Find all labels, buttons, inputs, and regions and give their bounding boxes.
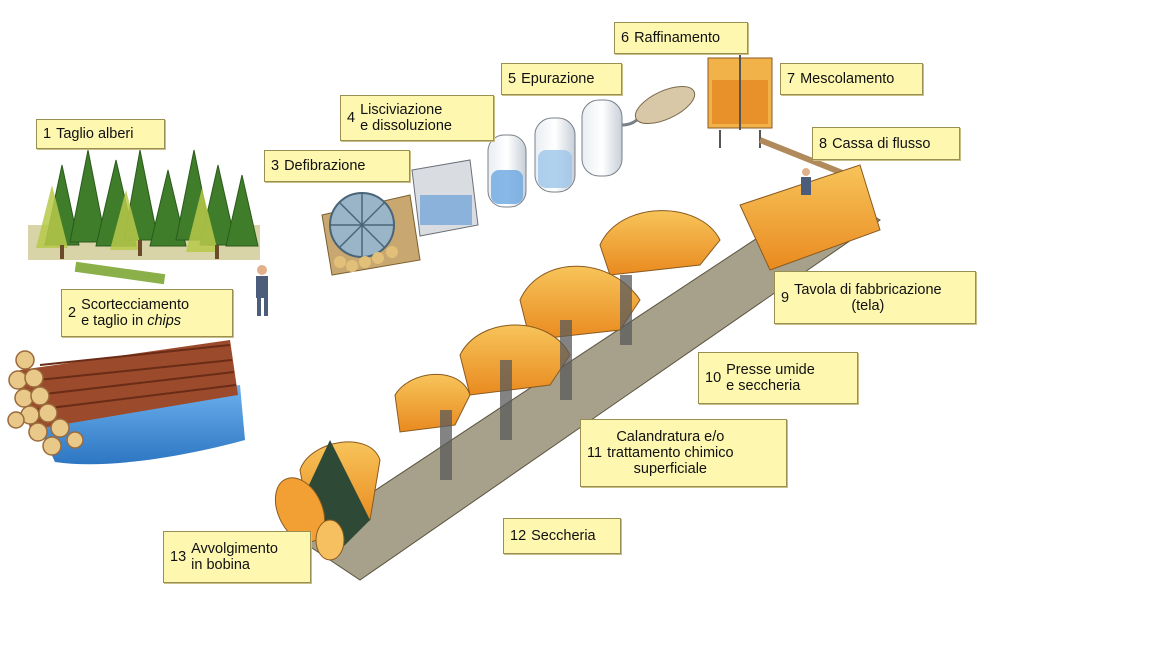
step-text-line-2: e seccheria bbox=[726, 378, 801, 394]
step-text-chips: chips bbox=[147, 313, 182, 329]
step-text-line-2: e dissoluzione bbox=[360, 118, 452, 134]
step-text: Mescolamento bbox=[800, 71, 895, 87]
refiner-mixer bbox=[634, 40, 862, 183]
step-number: 10 bbox=[705, 370, 722, 386]
step-number: 3 bbox=[271, 158, 280, 174]
step-number: 12 bbox=[510, 528, 527, 544]
step-number: 11 bbox=[587, 445, 603, 461]
step-text-line-1: Calandratura e/o bbox=[616, 429, 725, 445]
step-text: Seccheria bbox=[531, 528, 596, 544]
step-number: 4 bbox=[347, 110, 356, 126]
step-10-label: 10 Presse umide e seccheria bbox=[698, 352, 858, 404]
step-number: 1 bbox=[43, 126, 52, 142]
log-pile bbox=[7, 340, 245, 465]
step-text-line-1: Avvolgimento bbox=[191, 541, 278, 557]
worker bbox=[256, 265, 268, 316]
step-number: 5 bbox=[508, 71, 517, 87]
step-text-line-2: e taglio in bbox=[81, 313, 148, 329]
step-text: Defibrazione bbox=[284, 158, 366, 174]
step-text: Epurazione bbox=[521, 71, 595, 87]
digester-tanks bbox=[411, 99, 661, 237]
step-4-label: 4 Lisciviazione e dissoluzione bbox=[340, 95, 494, 141]
step-13-label: 13 Avvolgimento in bobina bbox=[163, 531, 311, 583]
step-text-line-2: trattamento chimico bbox=[607, 445, 734, 461]
step-text-line-1: Tavola di fabbricazione bbox=[794, 281, 942, 298]
step-number: 6 bbox=[621, 30, 630, 46]
forest bbox=[28, 149, 268, 316]
step-text-line-1: Presse umide bbox=[726, 362, 815, 378]
step-number: 9 bbox=[781, 289, 790, 306]
step-text-line-2: in bobina bbox=[191, 557, 250, 573]
defibrator bbox=[321, 192, 421, 276]
step-text: Raffinamento bbox=[634, 30, 721, 46]
step-text-line-1: Lisciviazione bbox=[360, 102, 443, 118]
step-11-label: 11 Calandratura e/o trattamento chimico … bbox=[580, 419, 787, 487]
step-text-line-3: superficiale bbox=[633, 461, 707, 477]
step-2-label: 2 Scortecciamento e taglio in chips bbox=[61, 289, 233, 337]
step-text-line-1: Scortecciamento bbox=[81, 297, 190, 313]
paper-machine bbox=[274, 164, 881, 581]
step-text: Cassa di flusso bbox=[832, 135, 931, 152]
step-number: 13 bbox=[170, 549, 187, 565]
step-9-label: 9 Tavola di fabbricazione (tela) bbox=[774, 271, 976, 324]
step-text: Taglio alberi bbox=[56, 126, 134, 142]
step-number: 7 bbox=[787, 71, 796, 87]
step-number: 2 bbox=[68, 305, 77, 321]
step-number: 8 bbox=[819, 135, 828, 152]
step-text-line-2: (tela) bbox=[851, 297, 885, 314]
